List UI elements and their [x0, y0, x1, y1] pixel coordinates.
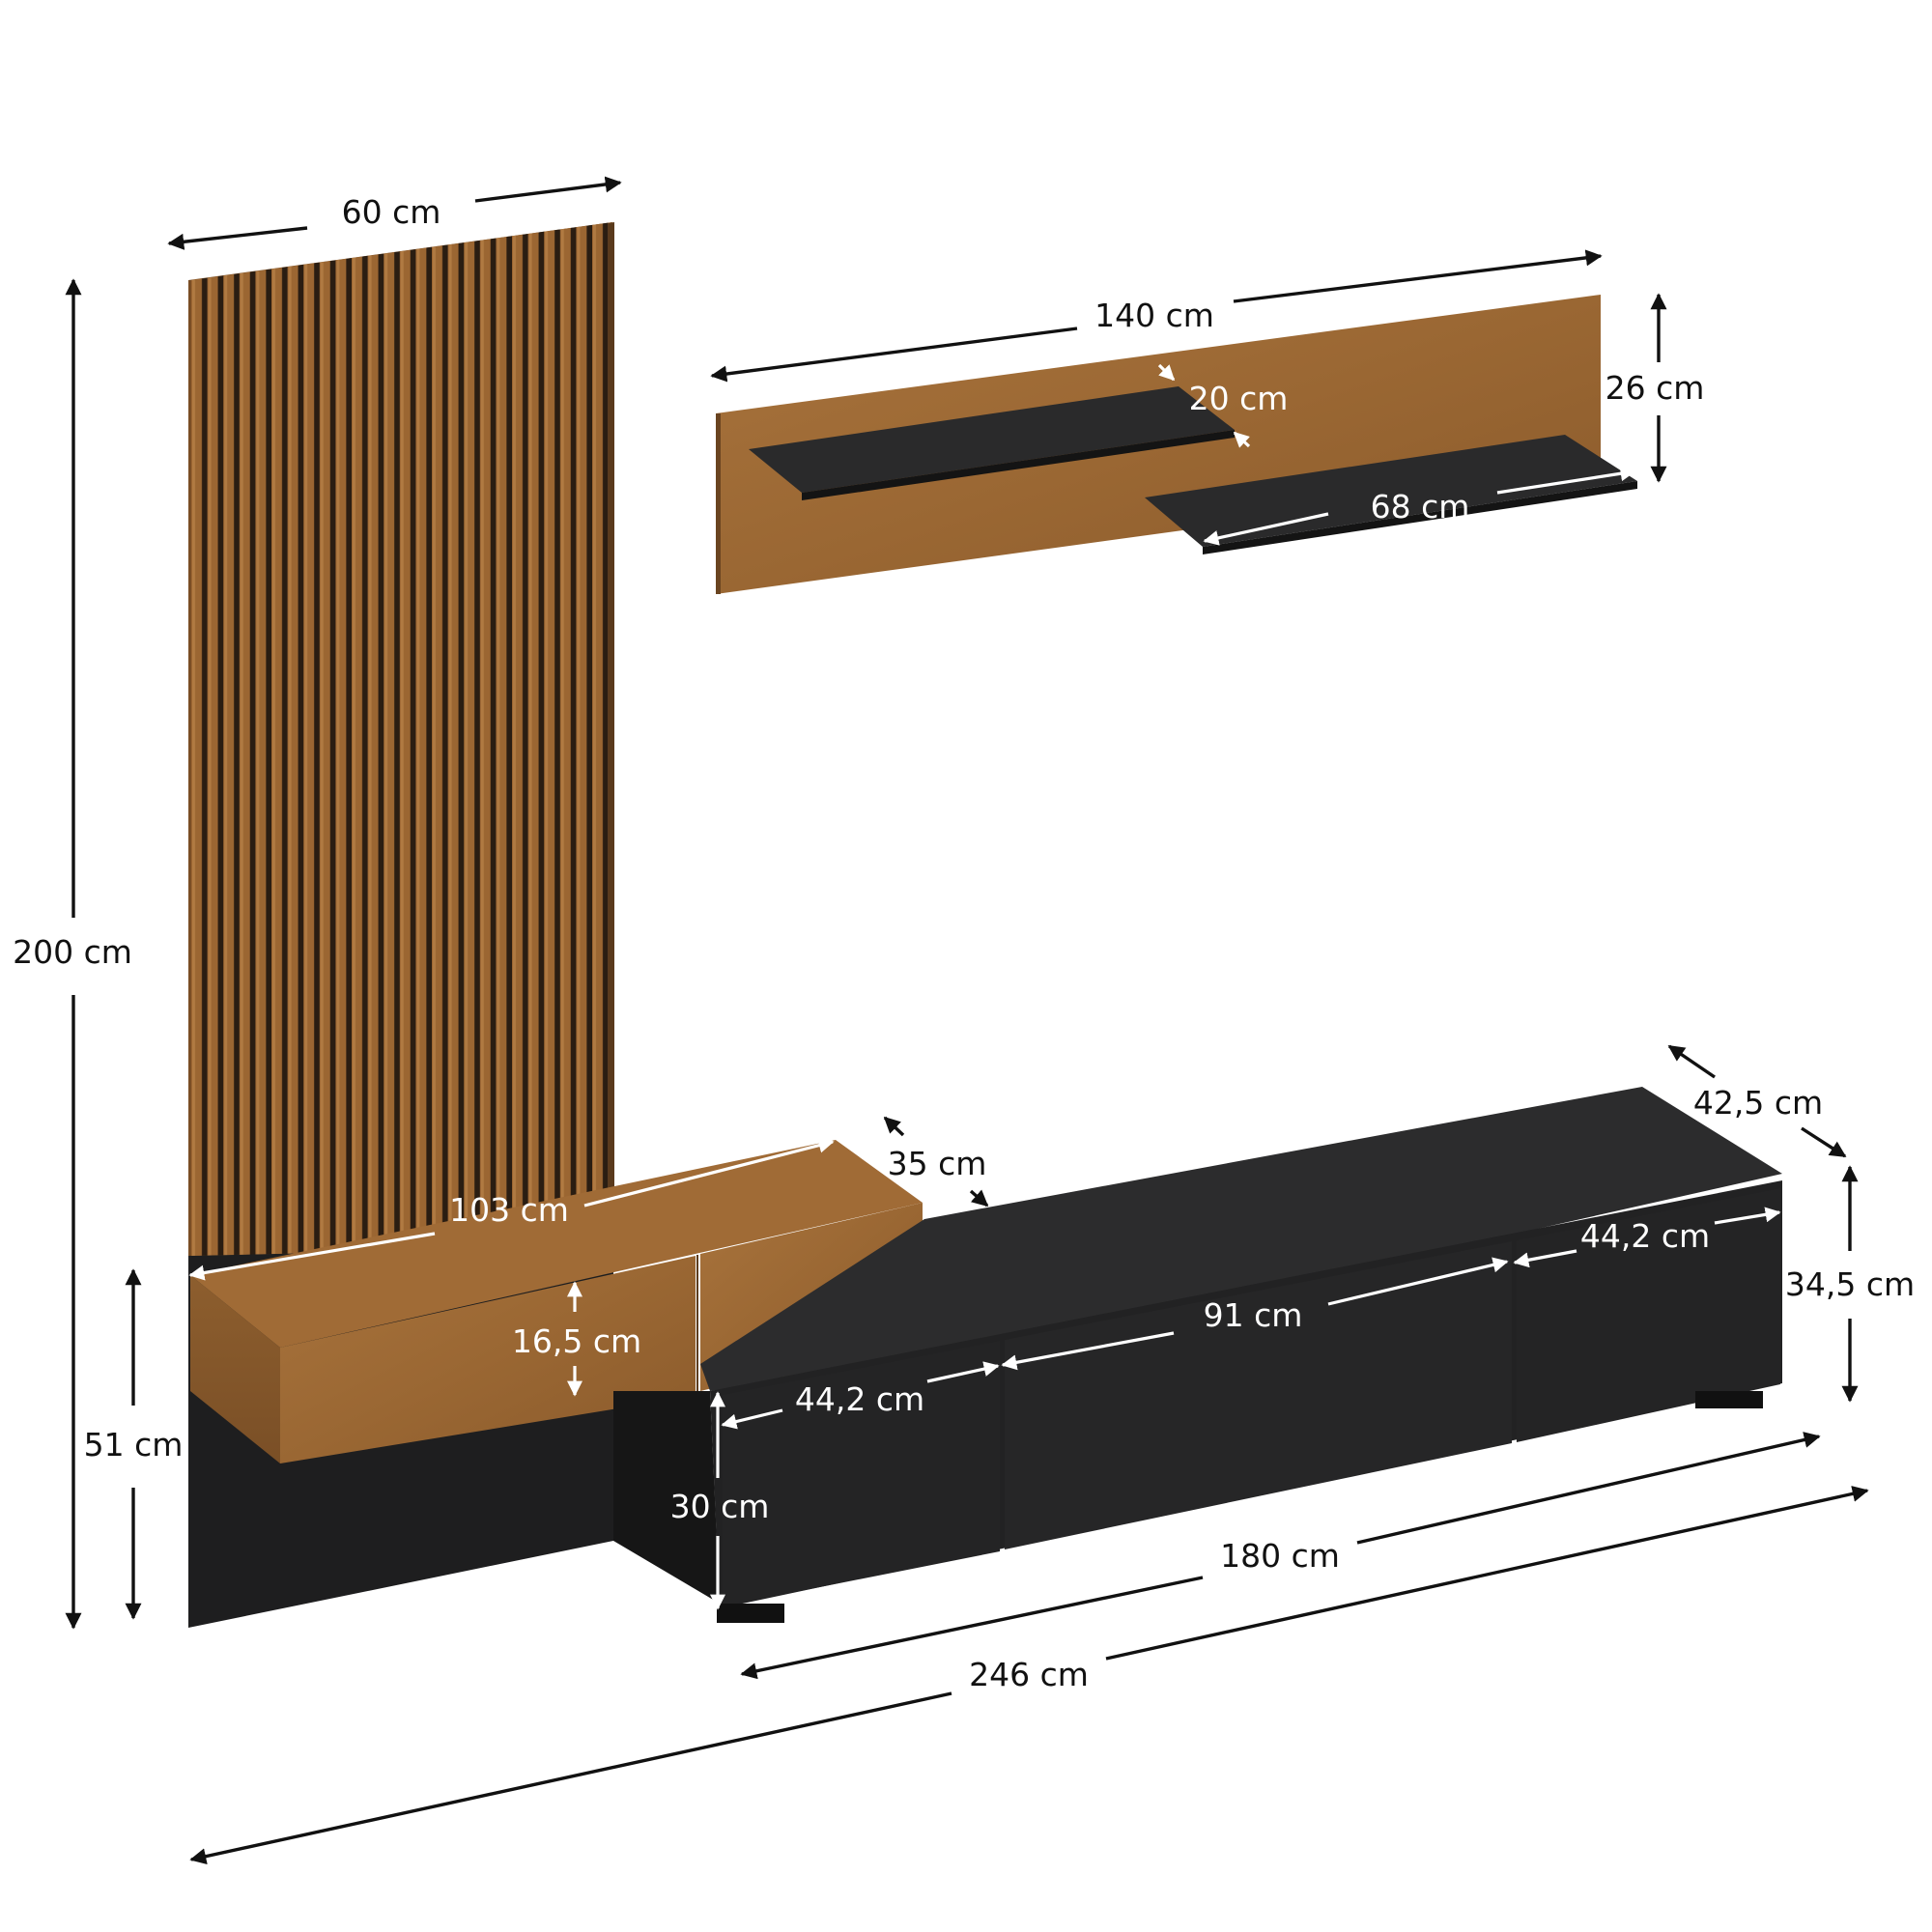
foot-left	[717, 1604, 784, 1623]
box-front-left	[280, 1256, 696, 1463]
label-tv-height: 34,5 cm	[1785, 1265, 1915, 1303]
dim-drawer-middle-left	[1001, 1331, 1175, 1371]
dim-panel-width-left	[167, 226, 308, 250]
label-shelf-length: 68 cm	[1371, 488, 1470, 526]
tv-cabinet	[613, 1087, 1782, 1623]
label-drawer-middle: 91 cm	[1204, 1296, 1303, 1334]
dim-box-width-right	[583, 1137, 835, 1208]
dim-drawer-left-left	[721, 1408, 783, 1430]
label-panel-width: 60 cm	[342, 193, 441, 231]
label-cabinet-front-height: 30 cm	[670, 1488, 770, 1525]
shelf-lower	[1145, 435, 1637, 547]
label-total-width: 246 cm	[969, 1656, 1089, 1693]
label-shelf-depth: 20 cm	[1189, 380, 1289, 417]
dim-total-width-right	[1105, 1485, 1869, 1661]
dimension-labels: 60 cm 200 cm 51 cm 140 cm 26 cm 35 cm 42…	[13, 193, 1915, 1693]
shelf-upper	[749, 386, 1235, 493]
label-box-height: 16,5 cm	[512, 1322, 641, 1360]
label-box-depth: 35 cm	[888, 1145, 987, 1182]
label-lower-height: 51 cm	[84, 1426, 184, 1463]
dim-shelf-length-left	[1203, 512, 1329, 546]
slatted-wall-panel	[188, 222, 614, 1628]
dim-box-depth-bottom	[969, 1189, 989, 1208]
cabinet-left-side	[613, 1391, 720, 1604]
dim-drawer-right-right	[1714, 1207, 1781, 1225]
drawer-right	[1517, 1188, 1780, 1442]
box-top	[190, 1140, 923, 1348]
dimension-lines	[65, 176, 1869, 1865]
label-tv-depth: 42,5 cm	[1693, 1084, 1823, 1122]
wall-shelf-board	[716, 295, 1637, 594]
dim-tv-depth-bottom	[1801, 1126, 1847, 1158]
panel-edge	[609, 222, 614, 1246]
drawer-middle	[1005, 1241, 1512, 1549]
label-shelf-board-width: 140 cm	[1094, 297, 1214, 334]
dim-shelf-width-left	[710, 327, 1078, 383]
dim-box-width-left	[188, 1232, 436, 1281]
dim-shelf-width-right	[1233, 249, 1603, 303]
dim-drawer-right-left	[1513, 1249, 1577, 1268]
dim-panel-width-right	[474, 176, 622, 203]
dim-drawer-left-right	[926, 1361, 1000, 1383]
panel-slats	[191, 222, 612, 1256]
shelf-upper-front	[802, 430, 1235, 500]
shelf-board-edge	[716, 413, 721, 594]
dim-tv-width-right	[1356, 1432, 1821, 1545]
cabinet-top	[700, 1087, 1782, 1391]
dim-box-depth-top	[883, 1116, 905, 1137]
dim-shelf-depth-bottom	[1233, 431, 1251, 448]
label-panel-height: 200 cm	[13, 933, 132, 971]
label-box-width: 103 cm	[449, 1191, 569, 1229]
label-tv-width: 180 cm	[1220, 1537, 1340, 1575]
shelf-lower-front	[1203, 481, 1637, 554]
label-drawer-right: 44,2 cm	[1580, 1217, 1710, 1255]
dim-tv-depth-top	[1667, 1044, 1716, 1079]
dim-shelf-depth-top	[1157, 363, 1176, 382]
dimension-lines-white	[188, 363, 1781, 1610]
dim-total-width-left	[189, 1691, 952, 1865]
dim-shelf-length-right	[1496, 466, 1636, 495]
dim-drawer-middle-right	[1327, 1257, 1509, 1306]
label-drawer-left: 44,2 cm	[795, 1380, 924, 1418]
label-shelf-board-height: 26 cm	[1605, 369, 1705, 407]
foot-right	[1695, 1391, 1763, 1408]
drawer-left	[723, 1341, 1000, 1606]
box-side	[190, 1275, 280, 1463]
dim-tv-width-left	[740, 1576, 1204, 1680]
